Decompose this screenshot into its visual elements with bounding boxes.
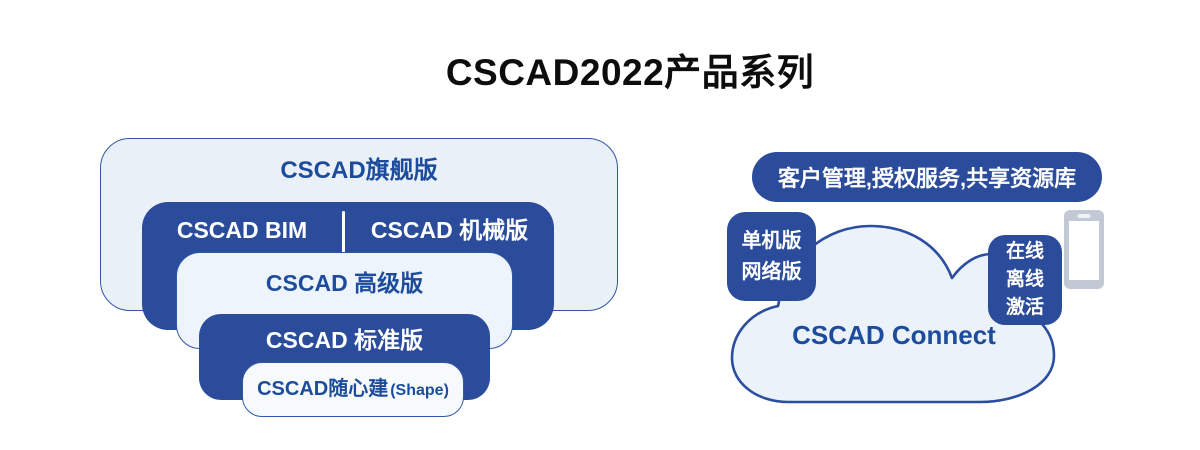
stack-flagship-label: CSCAD旗舰版 bbox=[280, 157, 438, 184]
page-title: CSCAD2022产品系列 bbox=[445, 52, 815, 93]
connect-cloud-label: CSCAD Connect bbox=[792, 320, 996, 350]
stack-shape-label-text: CSCAD随心建 bbox=[257, 378, 389, 400]
stack-standard-label: CSCAD 标准版 bbox=[265, 327, 424, 353]
activation-tag-line2: 离线 bbox=[1005, 269, 1044, 290]
smartphone-icon bbox=[1064, 210, 1104, 289]
stack-shape-suffix: (Shape) bbox=[390, 382, 449, 399]
phone-speaker bbox=[1077, 214, 1091, 218]
edition-tag: 单机版 网络版 bbox=[727, 212, 816, 301]
stack-bim-mech-divider bbox=[342, 211, 345, 253]
activation-tag-line1: 在线 bbox=[1005, 241, 1044, 262]
edition-tag-line2: 网络版 bbox=[741, 260, 802, 283]
connect-banner-label: 客户管理,授权服务,共享资源库 bbox=[777, 166, 1077, 191]
stack-shape-label: CSCAD随心建(Shape) bbox=[243, 363, 463, 406]
stack-bim-label: CSCAD BIM bbox=[176, 217, 308, 243]
edition-tag-line1: 单机版 bbox=[741, 229, 802, 252]
phone-screen bbox=[1069, 221, 1099, 280]
activation-tag: 在线 离线 激活 bbox=[988, 235, 1062, 325]
stack-advanced-label: CSCAD 高级版 bbox=[265, 270, 424, 296]
activation-tag-line3: 激活 bbox=[1005, 297, 1044, 318]
connect-banner: 客户管理,授权服务,共享资源库 bbox=[752, 152, 1102, 202]
stack-mech-label: CSCAD 机械版 bbox=[370, 217, 529, 243]
stack-shape-box: CSCAD随心建(Shape) bbox=[242, 362, 464, 417]
